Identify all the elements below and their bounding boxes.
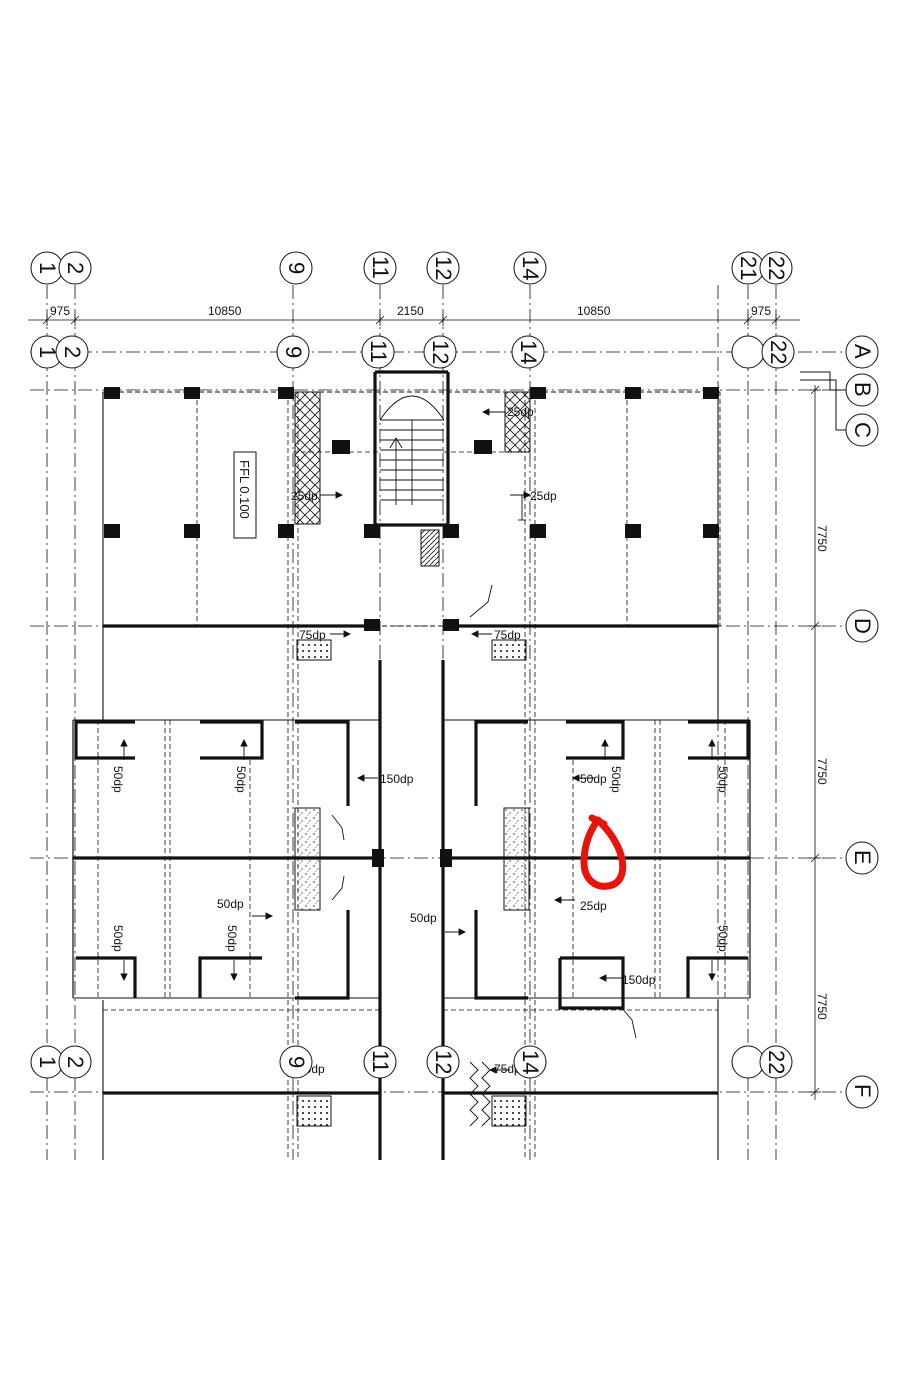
note-75dp-a: 75dp xyxy=(299,628,326,642)
vent-chevrons xyxy=(469,1061,491,1127)
note-50dp-v3: 50dp xyxy=(234,766,248,793)
grid-label-top-22: 22 xyxy=(764,256,789,280)
grid-label-bot-1: 1 xyxy=(35,1056,60,1068)
note-50dp-v1: 50dp xyxy=(609,766,623,793)
hatched-shafts xyxy=(294,391,531,1127)
note-75dp-b: 75dp xyxy=(494,628,521,642)
grid-label-top-2: 2 xyxy=(63,262,88,274)
dim-7750-3: 7750 xyxy=(815,993,829,1020)
grid-label-bot-22: 22 xyxy=(764,1050,789,1074)
note-25dp-d: 25dp xyxy=(580,899,607,913)
grid-label-mid-1: 1 xyxy=(35,346,60,358)
grid-label-mid-2: 2 xyxy=(60,346,85,358)
ffl-label-box xyxy=(233,451,257,539)
dim-975-left: 975 xyxy=(50,304,70,318)
note-arrows xyxy=(120,408,716,1074)
dim-10850-right: 10850 xyxy=(577,304,611,318)
grid-label-bot-11: 11 xyxy=(368,1050,393,1073)
grid-label-B: B xyxy=(850,382,875,397)
stair xyxy=(379,395,445,505)
grid-bubbles-mid xyxy=(30,335,795,369)
dim-975-right: 975 xyxy=(751,304,771,318)
dim-10850-left: 10850 xyxy=(208,304,242,318)
grid-label-top-1: 1 xyxy=(35,262,60,274)
note-50dp-v5: 50dp xyxy=(111,925,125,952)
grid-label-top-14: 14 xyxy=(518,256,543,280)
grid-label-mid-14: 14 xyxy=(516,340,541,364)
grid-label-bot-9: 9 xyxy=(284,1056,309,1068)
grid-label-mid-22: 22 xyxy=(766,340,791,364)
grid-label-mid-12: 12 xyxy=(428,340,453,364)
leader-lines xyxy=(331,494,637,1039)
grid-label-E: E xyxy=(850,850,875,865)
dim-2150: 2150 xyxy=(397,304,424,318)
note-25dp-b: 25dp xyxy=(291,489,318,503)
dim-7750-1: 7750 xyxy=(815,525,829,552)
grid-label-mid-9: 9 xyxy=(281,346,306,358)
note-50dp-v6: 50dp xyxy=(225,925,239,952)
note-50dp-v4: 50dp xyxy=(716,766,730,793)
grid-bubbles-right xyxy=(800,335,879,1109)
note-50dp-h1: 50dp xyxy=(217,897,244,911)
grid-label-mid-11: 11 xyxy=(366,340,391,363)
note-50dp-r1: 50dp xyxy=(580,772,607,786)
grid-label-top-9: 9 xyxy=(284,262,309,274)
grid-label-D: D xyxy=(850,618,875,634)
grid-label-top-11: 11 xyxy=(368,256,393,279)
right-dimension-line xyxy=(809,385,821,1100)
note-150dp-a: 150dp xyxy=(380,772,414,786)
grid-label-A: A xyxy=(850,344,875,359)
note-150dp-b: 150dp xyxy=(622,973,656,987)
grid-label-bot-12: 12 xyxy=(431,1050,456,1074)
red-markup-circle xyxy=(580,814,627,890)
grid-label-top-12: 12 xyxy=(431,256,456,280)
grid-label-bot-2: 2 xyxy=(63,1056,88,1068)
thick-walls xyxy=(73,370,750,1160)
note-50dp-h2: 50dp xyxy=(410,911,437,925)
note-25dp-a: 25dp xyxy=(507,405,534,419)
grid-label-C: C xyxy=(850,422,875,438)
note-50dp-v7: 50dp xyxy=(716,925,730,952)
note-25dp-c: 25dp xyxy=(530,489,557,503)
grid-bubbles-top xyxy=(30,251,793,285)
grid-label-F: F xyxy=(850,1084,875,1097)
note-50dp-v2: 50dp xyxy=(111,766,125,793)
grid-label-top-21: 21 xyxy=(736,256,761,280)
structural-columns xyxy=(104,387,719,867)
grid-bubbles-bottom xyxy=(30,1045,793,1079)
top-dimension-line xyxy=(28,314,800,326)
grid-label-bot-14: 14 xyxy=(518,1050,543,1074)
dim-7750-2: 7750 xyxy=(815,758,829,785)
ffl-label: FFL 0.100 xyxy=(237,460,252,519)
